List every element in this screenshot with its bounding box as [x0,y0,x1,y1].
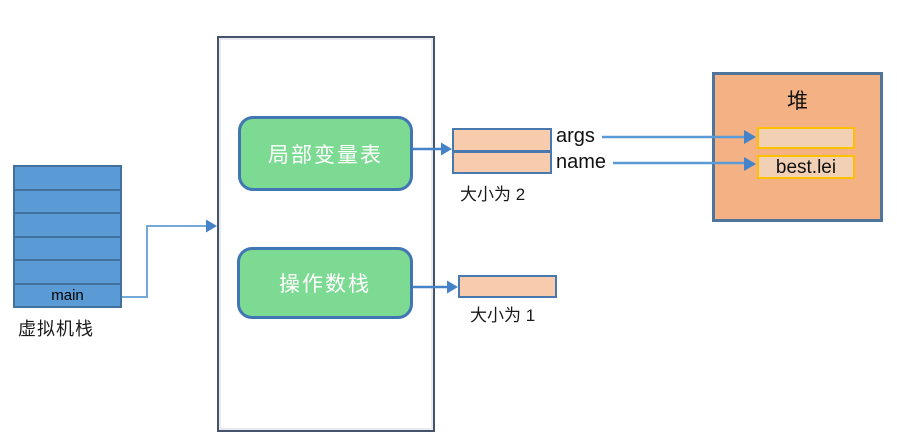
vm-stack: main [13,165,122,308]
name-slot-label: name [556,151,607,173]
local-var-cells [452,128,552,174]
local-variable-table-label: 局部变量表 [268,143,383,167]
local-var-size-caption: 大小为 2 [460,185,526,204]
heap-box: 堆 best.lei [712,72,883,222]
stack-cell [15,212,120,236]
heap-object-cell-args [757,127,855,149]
operand-stack: 操作数栈 [237,247,413,319]
arrow-main-to-frame [122,219,217,298]
stack-cell [15,167,120,189]
operand-size-caption: 大小为 1 [470,306,536,325]
stack-cell [15,259,120,283]
local-variable-table: 局部变量表 [238,116,413,191]
local-var-cell-args [454,130,550,150]
stack-frame-box [217,36,435,432]
args-slot-label: args [556,125,595,147]
heap-object-cell-name: best.lei [757,155,855,179]
main-frame-label: main [51,286,84,304]
stack-cell-main: main [15,282,120,306]
local-var-cell-name [454,149,550,172]
vm-stack-caption: 虚拟机栈 [18,319,94,339]
operand-cell [458,275,557,298]
heap-object-value: best.lei [775,156,837,178]
stack-cell [15,188,120,212]
heap-title: 堆 [787,90,808,113]
operand-stack-label: 操作数栈 [279,273,371,296]
stack-cell [15,235,120,259]
